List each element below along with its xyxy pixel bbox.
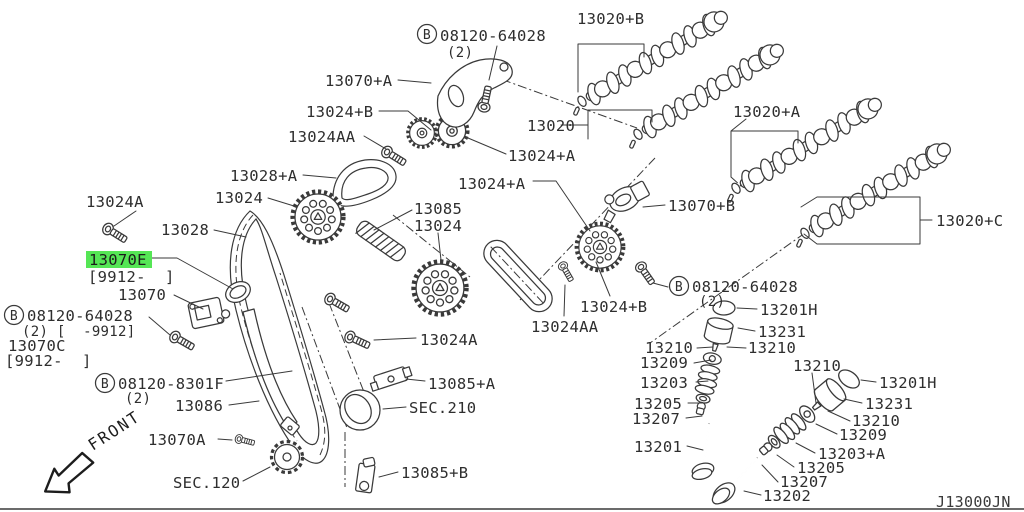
part-13085a xyxy=(369,366,413,392)
label-13085-a: 13085+A xyxy=(428,375,496,393)
front-indicator: FRONT xyxy=(43,407,144,494)
bolt-13024a-mid xyxy=(342,328,373,352)
front-arrow-icon xyxy=(43,451,95,494)
label-13201h-l: 13201H xyxy=(760,301,818,319)
chain-tensioner-13085 xyxy=(355,220,406,262)
label-13209-l: 13209 xyxy=(640,354,688,372)
label-13205-l: 13205 xyxy=(634,395,682,413)
bolt-marker-right: B xyxy=(668,275,690,297)
label-13024-pa-2: 13024+A xyxy=(458,175,526,193)
cam-sprocket-2 xyxy=(413,261,466,314)
label-13024-center: 13024 xyxy=(414,217,462,235)
sensor-13070b xyxy=(603,180,650,224)
label-13024-b-2: 13024+B xyxy=(580,298,647,316)
label-13201h-r: 13201H xyxy=(879,374,937,392)
bracket-13070a xyxy=(436,58,513,128)
label-13210-ll: 13210 xyxy=(645,339,693,357)
label-b-top-qty: (2) xyxy=(447,45,473,61)
label-13231-l: 13231 xyxy=(758,323,806,341)
label-13070a-bolt: 13070A xyxy=(148,431,206,449)
crank-sprocket-sec120 xyxy=(269,439,305,475)
label-13201: 13201 xyxy=(634,438,682,456)
cam-sprocket-1 xyxy=(293,192,344,243)
label-b-8301f: 08120-8301F xyxy=(118,375,224,393)
label-b-left: 08120-64028 xyxy=(27,307,133,325)
chain-guide-lower-right xyxy=(483,239,553,313)
cam-sprocket-3 xyxy=(574,221,626,273)
label-13202: 13202 xyxy=(763,487,811,505)
label-13028: 13028 xyxy=(161,221,209,239)
label-13205-r: 13205 xyxy=(797,459,845,477)
label-13028-a-1: 13028+A xyxy=(230,167,298,185)
label-13070c: 13070C xyxy=(8,337,66,355)
label-13070-b: 13070+B xyxy=(668,197,735,215)
chain-guide-13086 xyxy=(242,308,300,436)
part-13085b xyxy=(355,456,376,494)
label-b-8301f-qty: (2) xyxy=(125,391,151,407)
label-13020: 13020 xyxy=(527,117,575,135)
bolt-b-right xyxy=(633,259,658,288)
label-range-2: [9912- ] xyxy=(5,352,92,370)
label-13020-a: 13020+A xyxy=(733,103,801,121)
label-13207-r: 13207 xyxy=(780,473,828,491)
bolt-marker-letter: B xyxy=(675,280,683,295)
highlight-13070e xyxy=(86,251,152,268)
tensioner-13070 xyxy=(187,296,231,330)
bolt-marker-8301f: B xyxy=(94,372,116,394)
label-b-top: 08120-64028 xyxy=(440,27,546,45)
label-range-1: [9912- ] xyxy=(88,268,175,286)
label-13024aa-2: 13024AA xyxy=(531,318,599,336)
chain-guide-upper xyxy=(332,159,397,207)
valve-13201 xyxy=(691,423,715,481)
label-13070: 13070 xyxy=(118,286,166,304)
bolt-13070a xyxy=(233,433,256,448)
leader-lines xyxy=(113,43,933,496)
timing-chain xyxy=(229,210,330,464)
label-13210-rt: 13210 xyxy=(793,357,841,375)
label-13203-l: 13203 xyxy=(640,374,688,392)
bolt-marker-letter: B xyxy=(10,309,18,324)
label-13086: 13086 xyxy=(175,397,223,415)
label-13207-l: 13207 xyxy=(632,410,680,428)
label-sec120: SEC.120 xyxy=(173,474,240,492)
label-13085: 13085 xyxy=(414,200,462,218)
label-13210-lr: 13210 xyxy=(748,339,796,357)
bolt-chain-1 xyxy=(322,290,352,316)
label-13231-r: 13231 xyxy=(865,395,913,413)
label-13024aa-1: 13024AA xyxy=(288,128,356,146)
label-13024a-center: 13024A xyxy=(420,331,478,349)
label-13070-a-upper: 13070+A xyxy=(325,72,393,90)
bolt-marker-left: B xyxy=(3,304,25,326)
label-13024-pa-1: 13024+A xyxy=(508,147,576,165)
water-pump-sec210 xyxy=(339,389,381,431)
label-13020-b: 13020+B xyxy=(577,10,644,28)
bolt-marker-letter: B xyxy=(101,377,109,392)
label-13085-b: 13085+B xyxy=(401,464,468,482)
drawing-code: J13000JN xyxy=(936,493,1011,511)
label-13210-r: 13210 xyxy=(852,412,900,430)
label-b-right-qty: (2) xyxy=(699,294,725,310)
part-labels: 08120-64028 (2) 13070+A 13024+B 13024AA … xyxy=(5,10,1011,511)
label-b-right: 08120-64028 xyxy=(692,278,798,296)
label-13024-b-1: 13024+B xyxy=(306,103,373,121)
valve-13202 xyxy=(711,457,758,505)
label-13024-left: 13024 xyxy=(215,189,263,207)
label-13024a-top: 13024A xyxy=(86,193,144,211)
bolt-marker-top: B xyxy=(416,23,438,45)
bolt-13024a-top xyxy=(99,220,130,246)
label-13020-c: 13020+C xyxy=(936,212,1003,230)
gasket-13070e xyxy=(225,281,251,303)
label-b-left-qty: (2) [ -9912] xyxy=(22,324,135,340)
label-13070e: 13070E xyxy=(89,251,147,269)
bolt-marker-letter: B xyxy=(423,28,431,43)
bolt-b-left xyxy=(167,328,197,354)
bolt-13024b-2 xyxy=(556,259,577,284)
valve-stack-left xyxy=(686,295,740,418)
label-13209-r: 13209 xyxy=(839,426,887,444)
label-sec210: SEC.210 xyxy=(409,399,476,417)
front-label: FRONT xyxy=(85,407,144,455)
label-13203-a: 13203+A xyxy=(818,445,886,463)
